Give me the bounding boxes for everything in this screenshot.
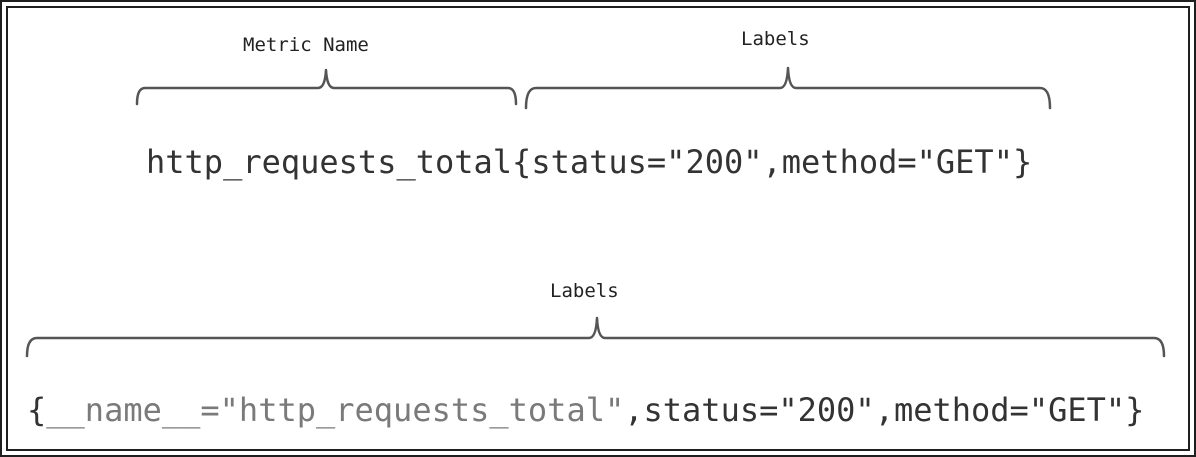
inner-frame (6, 6, 1190, 451)
name-label-text: __name__="http_requests_total" (46, 391, 625, 429)
bottom-labels-caption: Labels (550, 280, 619, 302)
top-expression: http_requests_total{status="200",method=… (146, 146, 1032, 178)
metric-name-text: http_requests_total (146, 143, 513, 181)
rest-labels-text: ,status="200",method="GET"} (624, 391, 1145, 429)
labels-text: {status="200",method="GET"} (512, 143, 1033, 181)
metric-name-bracket (135, 68, 518, 106)
bottom-expression: {__name__="http_requests_total",status="… (27, 394, 1144, 426)
metric-name-caption: Metric Name (243, 34, 369, 56)
bottom-labels-bracket (25, 316, 1166, 358)
top-labels-caption: Labels (741, 28, 810, 50)
open-brace-text: { (27, 391, 47, 429)
top-labels-bracket (524, 66, 1052, 110)
